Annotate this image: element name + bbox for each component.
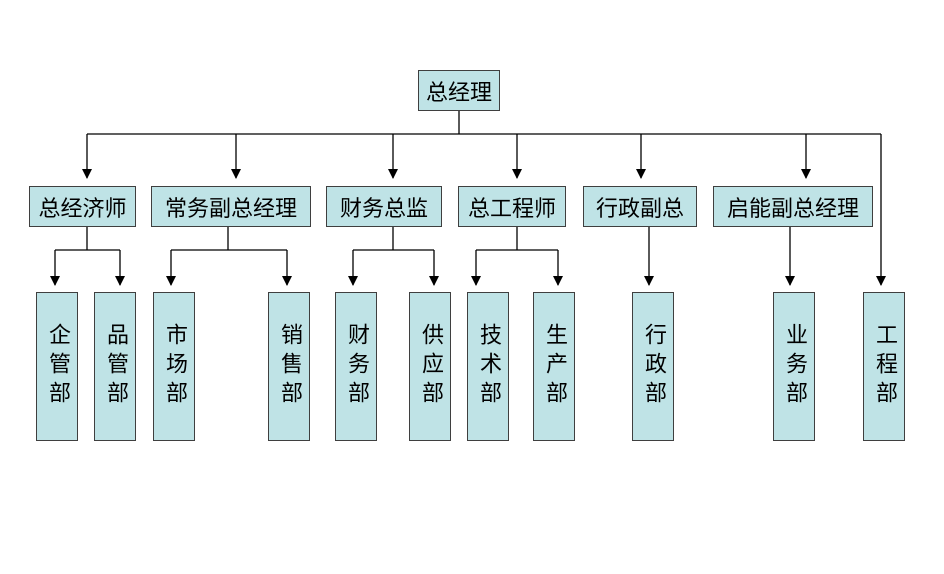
node-chief-economist: 总经济师 [29, 186, 136, 227]
dept-production: 生产部 [533, 292, 575, 441]
dept-quality-management: 品管部 [94, 292, 136, 441]
node-qineng-deputy-gm: 启能副总经理 [713, 186, 873, 227]
dept-supply: 供应部 [409, 292, 451, 441]
node-chief-engineer: 总工程师 [458, 186, 566, 227]
dept-technology: 技术部 [467, 292, 509, 441]
node-executive-deputy-gm: 常务副总经理 [151, 186, 311, 227]
dept-marketing: 市场部 [153, 292, 195, 441]
dept-enterprise-management: 企管部 [36, 292, 78, 441]
dept-finance: 财务部 [335, 292, 377, 441]
dept-business: 业务部 [773, 292, 815, 441]
dept-administration: 行政部 [632, 292, 674, 441]
node-cfo: 财务总监 [326, 186, 442, 227]
node-admin-deputy: 行政副总 [583, 186, 697, 227]
dept-sales: 销售部 [268, 292, 310, 441]
root-node-general-manager: 总经理 [418, 70, 500, 111]
dept-engineering: 工程部 [863, 292, 905, 441]
